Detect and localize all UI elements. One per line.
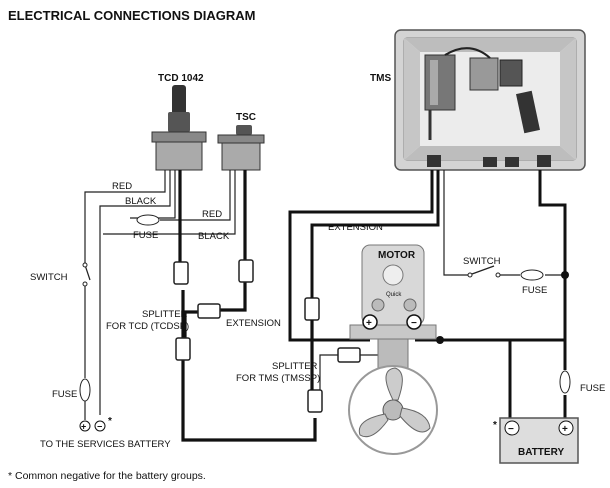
- diagram-title: ELECTRICAL CONNECTIONS DIAGRAM: [8, 8, 255, 23]
- switch-left-label: SWITCH: [30, 272, 68, 283]
- fuse-right-top-label: FUSE: [522, 285, 547, 296]
- svg-text:*: *: [108, 416, 112, 427]
- splitter-tcd-line2: FOR TCD (TCDSP): [106, 321, 189, 332]
- connectors: [173, 259, 361, 413]
- fuse-right-icon: [559, 370, 571, 394]
- extension-mid-label: EXTENSION: [226, 318, 281, 329]
- tsc-label: TSC: [236, 112, 256, 123]
- left-wiring: [79, 170, 317, 442]
- wire-label-red-1: RED: [112, 181, 132, 192]
- svg-text:−: −: [97, 422, 102, 432]
- battery-plus: +: [562, 424, 568, 435]
- services-battery-label: TO THE SERVICES BATTERY: [40, 439, 171, 450]
- switch-right-label: SWITCH: [463, 256, 501, 267]
- fuse-left-label: FUSE: [52, 389, 77, 400]
- tms-unit: TMS: [370, 29, 586, 171]
- motor: MOTOR Quick + −: [348, 244, 438, 455]
- splitter-tms-line2: FOR TMS (TMSSP): [236, 373, 320, 384]
- splitter-tms-line1: SPLITTER: [272, 361, 318, 372]
- motor-minus-terminal: −: [411, 318, 417, 329]
- motor-brand: Quick: [386, 292, 402, 298]
- tms-label: TMS: [370, 73, 391, 84]
- motor-label: MOTOR: [378, 250, 416, 261]
- fuse-top-label: FUSE: [133, 230, 158, 241]
- main-wiring: [288, 170, 569, 418]
- fuse-right-top-icon: [520, 269, 544, 281]
- wire-label-black-2: BLACK: [198, 231, 230, 242]
- battery-label: BATTERY: [518, 447, 564, 458]
- tcd-label: TCD 1042: [158, 73, 204, 84]
- switch-right-icon: [467, 265, 501, 278]
- wire-label-red-2: RED: [202, 209, 222, 220]
- footnote: * Common negative for the battery groups…: [8, 470, 206, 482]
- wire-label-black-1: BLACK: [125, 196, 157, 207]
- extension-top-label: EXTENSION: [328, 222, 383, 233]
- services-battery-terminals: + − *: [79, 416, 112, 432]
- battery: − + BATTERY *: [493, 417, 579, 464]
- fuse-right-label: FUSE: [580, 383, 605, 394]
- battery-asterisk: *: [493, 420, 497, 431]
- tsc-control: TSC: [217, 112, 265, 171]
- splitter-tcd-line1: SPLITTER: [142, 309, 188, 320]
- motor-plus-terminal: +: [366, 318, 372, 329]
- battery-minus: −: [508, 424, 514, 435]
- svg-text:+: +: [81, 422, 86, 432]
- tcd-joystick: TCD 1042: [151, 73, 207, 171]
- fuse-top-icon: [136, 214, 160, 226]
